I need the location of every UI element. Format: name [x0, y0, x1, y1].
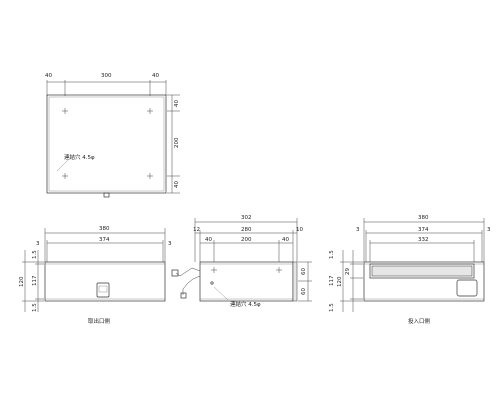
front-left-dim-3: 1.5 — [32, 303, 38, 312]
back-dim-inner: 374 — [418, 227, 429, 233]
back-view-pocket — [456, 279, 478, 297]
back-dim-side-right: 3 — [487, 227, 491, 233]
top-right-dim-1: 40 — [174, 100, 180, 107]
back-view-caption: 投入口側 — [408, 317, 431, 325]
front-view: 380 374 3 3 1.5 117 1.5 120 取出口側 — [19, 226, 172, 325]
front-left-dim-2: 117 — [32, 275, 38, 286]
top-dim-center: 300 — [101, 73, 112, 79]
top-view-hole-note: 連結穴 4.5φ — [64, 153, 95, 161]
front-view-handle — [96, 282, 110, 298]
side-dim-low-left: 40 — [205, 237, 212, 243]
front-left-dim-1: 1.5 — [32, 250, 38, 259]
side-dim-mid-left: 12 — [193, 227, 200, 233]
back-left-dim-3: 1.5 — [329, 303, 335, 312]
back-slot-height: 29 — [345, 268, 351, 275]
side-right-dim-1: 60 — [301, 268, 307, 275]
front-dim-side-left: 3 — [36, 241, 40, 247]
side-dim-mid-right: 10 — [296, 227, 303, 233]
top-dim-left: 40 — [45, 73, 52, 79]
back-dim-slot: 332 — [418, 237, 429, 243]
side-dim-mid-center: 280 — [241, 227, 252, 233]
top-view-latch — [103, 192, 110, 198]
back-view-body — [363, 261, 485, 302]
front-total-height: 120 — [19, 276, 25, 287]
back-view: 380 374 3 3 332 1.5 117 1.5 120 29 投入口側 — [329, 215, 491, 325]
back-total-height: 120 — [337, 276, 343, 287]
front-dim-overall: 380 — [99, 226, 110, 232]
back-left-dim-2: 117 — [329, 275, 335, 286]
front-view-body — [44, 261, 166, 302]
side-view-end-cap — [292, 261, 298, 302]
back-view-slot — [369, 263, 475, 279]
side-right-dim-2: 60 — [301, 288, 307, 295]
side-dim-low-center: 200 — [241, 237, 252, 243]
front-dim-inner: 374 — [99, 237, 110, 243]
back-left-dim-1: 1.5 — [329, 250, 335, 259]
side-view-hole-note: 連結穴 4.5φ — [230, 300, 261, 308]
side-dim-overall: 302 — [241, 215, 252, 221]
top-right-dim-3: 40 — [174, 181, 180, 188]
top-view-holes — [62, 108, 153, 179]
side-view-cord — [175, 267, 201, 277]
back-dim-side-left: 3 — [356, 227, 360, 233]
top-right-dim-2: 200 — [174, 137, 180, 148]
front-view-caption: 取出口側 — [88, 317, 111, 325]
top-view: 40 300 40 連結穴 4.5φ 40 200 40 — [45, 73, 180, 198]
back-dim-overall: 380 — [418, 215, 429, 221]
side-view: 302 12 280 10 40 200 40 連結穴 4.5φ 60 — [171, 215, 312, 308]
front-dim-side-right: 3 — [168, 241, 172, 247]
top-dim-right: 40 — [152, 73, 159, 79]
side-dim-low-right: 40 — [282, 237, 289, 243]
